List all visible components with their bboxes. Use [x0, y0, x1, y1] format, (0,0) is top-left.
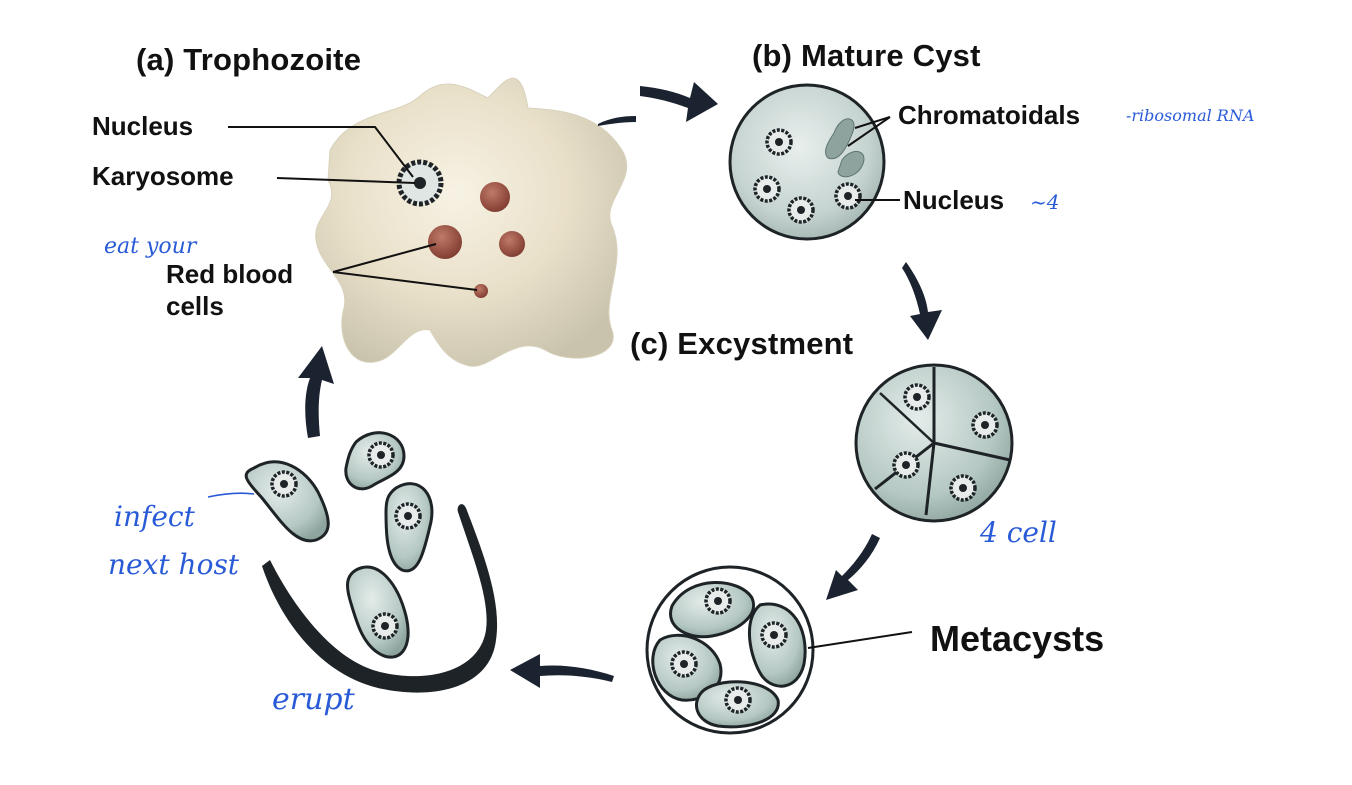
chromatoidal-body: [837, 151, 865, 178]
ink-pointer-stroke: [207, 492, 255, 498]
arrow-a-to-b: [640, 82, 718, 122]
note-ribosomal-rna: -ribosomal RNA: [1126, 106, 1255, 125]
cyst-nucleus: [834, 182, 862, 210]
cyst-leader-lines: [847, 116, 900, 201]
red-blood-cell: [499, 231, 525, 257]
stage-a-title: (a) Trophozoite: [136, 42, 362, 77]
red-blood-cell: [480, 182, 510, 212]
cell-nucleus: [892, 451, 920, 479]
note-four-cell: 4 cell: [980, 516, 1057, 549]
note-eat-your: eat your: [104, 234, 197, 259]
trophozoite-nucleus-small: [367, 441, 395, 469]
label-karyosome: Karyosome: [92, 161, 234, 191]
cyst-nucleus: [753, 175, 781, 203]
red-blood-cell: [474, 284, 488, 298]
note-erupt: erupt: [272, 682, 355, 717]
trophozoite-nucleus-small: [270, 470, 298, 498]
note-four: ~4: [1030, 190, 1060, 214]
metacyst-nucleus: [760, 621, 788, 649]
excysting-cyst: [854, 363, 1014, 523]
arrow-c-to-metacysts: [826, 534, 880, 600]
trophozoite-cell: [315, 77, 628, 367]
ruptured-cyst-wall: [262, 504, 498, 693]
cell-nucleus: [949, 474, 977, 502]
metacyst-nucleus: [670, 650, 698, 678]
cyst-nucleus: [787, 196, 815, 224]
metacysts-leader-line: [807, 631, 913, 649]
red-blood-cell: [428, 225, 462, 259]
trophozoite-nucleus-small: [371, 612, 399, 640]
trophozoite-leader-lines: [228, 126, 478, 291]
cycle-arrows: [298, 82, 942, 688]
metacyst-nucleus: [724, 686, 752, 714]
mature-cyst: [728, 83, 886, 241]
label-metacysts: Metacysts: [930, 618, 1105, 659]
note-infect: infect: [114, 500, 195, 533]
arrow-metacysts-to-release: [510, 654, 614, 688]
cell-nucleus: [903, 383, 931, 411]
arrow-b-to-c: [902, 262, 942, 340]
chromatoidal-body: [825, 118, 855, 160]
label-red-blood: Red blood: [166, 259, 294, 289]
stage-c-title: (c) Excystment: [630, 326, 854, 361]
arrow-a-to-b: [598, 116, 636, 126]
metacysts-cyst: [645, 565, 815, 735]
note-next-host: next host: [108, 548, 240, 581]
label-chromatoidals: Chromatoidals: [898, 100, 1081, 130]
label-nucleus-b: Nucleus: [903, 185, 1005, 215]
trophozoite-nucleus-small: [394, 502, 422, 530]
stage-b-title: (b) Mature Cyst: [752, 38, 981, 73]
cyst-nucleus: [765, 128, 793, 156]
label-cells: cells: [166, 291, 224, 321]
released-trophozoites: [244, 431, 498, 693]
cell-nucleus: [971, 411, 999, 439]
label-nucleus-a: Nucleus: [92, 111, 194, 141]
metacyst-nucleus: [704, 587, 732, 615]
arrow-release-to-trophozoite: [298, 346, 334, 438]
